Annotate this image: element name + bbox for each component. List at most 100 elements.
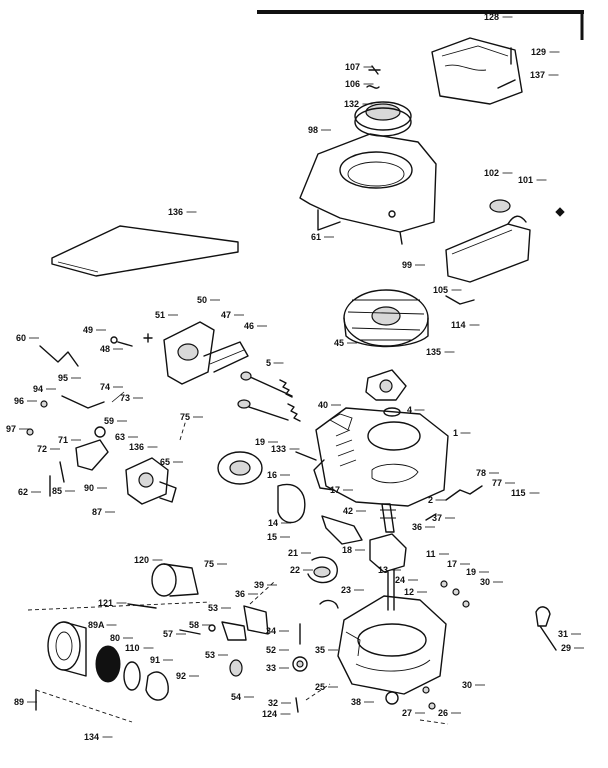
part-number-18: 18: [342, 545, 352, 555]
part-number-89: 89: [14, 697, 24, 707]
part-label-22: 22: [290, 565, 313, 575]
flywheel: [343, 289, 475, 348]
part-label-25: 25: [315, 682, 338, 692]
part-label-54: 54: [231, 692, 254, 702]
part-number-30: 30: [480, 577, 490, 587]
oil-fill-cap: [535, 606, 557, 651]
assembly-guides: [179, 419, 449, 725]
part-number-137: 137: [530, 70, 545, 80]
part-number-23: 23: [341, 585, 351, 595]
part-number-labels: 1281291371071061329810210113661991051145…: [6, 12, 584, 742]
scan-border: [257, 10, 584, 40]
part-number-92: 92: [176, 671, 186, 681]
part-number-80: 80: [110, 633, 120, 643]
part-label-53: 53: [208, 603, 231, 613]
part-label-51: 51: [155, 310, 178, 320]
part-label-32: 32: [268, 698, 291, 708]
part-label-85: 85: [52, 486, 75, 496]
part-label-26: 26: [438, 708, 461, 718]
part-number-5: 5: [266, 358, 271, 368]
part-label-124: 124: [262, 709, 291, 719]
part-label-75: 75: [204, 559, 227, 569]
part-label-49: 49: [83, 325, 106, 335]
part-label-48: 48: [100, 344, 123, 354]
part-number-24: 24: [395, 575, 405, 585]
part-label-75: 75: [180, 412, 203, 422]
part-number-60: 60: [16, 333, 26, 343]
part-number-25: 25: [315, 682, 325, 692]
part-number-98: 98: [308, 125, 318, 135]
part-label-57: 57: [163, 629, 186, 639]
part-label-37: 37: [432, 513, 455, 523]
part-label-5: 5: [266, 358, 284, 368]
part-label-80: 80: [110, 633, 133, 643]
part-label-12: 12: [404, 587, 427, 597]
part-label-15: 15: [267, 532, 290, 542]
part-label-4: 4: [407, 405, 425, 415]
part-number-40: 40: [318, 400, 328, 410]
part-number-4: 4: [407, 405, 412, 415]
part-number-53: 53: [205, 650, 215, 660]
part-number-19: 19: [255, 437, 265, 447]
part-number-134: 134: [84, 732, 99, 742]
governor-linkage: [179, 605, 269, 677]
part-number-46: 46: [244, 321, 254, 331]
part-number-30: 30: [462, 680, 472, 690]
part-number-115: 115: [511, 488, 526, 498]
part-label-102: 102: [484, 168, 513, 178]
carburetor: [49, 426, 177, 505]
part-number-42: 42: [343, 506, 353, 516]
part-label-13: 13: [378, 565, 401, 575]
crankshaft: [307, 533, 407, 611]
part-label-61: 61: [311, 232, 334, 242]
part-number-49: 49: [83, 325, 93, 335]
part-number-13: 13: [378, 565, 388, 575]
part-label-46: 46: [244, 321, 267, 331]
part-number-96: 96: [14, 396, 24, 406]
part-label-2: 2: [428, 495, 446, 505]
part-label-45: 45: [334, 338, 357, 348]
part-number-101: 101: [518, 175, 533, 185]
part-number-15: 15: [267, 532, 277, 542]
part-number-78: 78: [476, 468, 486, 478]
part-label-11: 11: [426, 549, 449, 559]
connecting-rod: [321, 503, 396, 545]
part-label-19: 19: [255, 437, 278, 447]
part-label-21: 21: [288, 548, 311, 558]
part-label-14: 14: [268, 518, 291, 528]
part-number-94: 94: [33, 384, 43, 394]
part-number-33: 33: [266, 663, 276, 673]
part-label-87: 87: [92, 507, 115, 517]
part-number-74: 74: [100, 382, 110, 392]
part-label-134: 134: [84, 732, 113, 742]
part-label-98: 98: [308, 125, 331, 135]
part-label-92: 92: [176, 671, 199, 681]
part-label-105: 105: [433, 285, 462, 295]
part-label-36: 36: [235, 589, 258, 599]
part-number-45: 45: [334, 338, 344, 348]
part-number-53: 53: [208, 603, 218, 613]
part-number-27: 27: [402, 708, 412, 718]
part-number-73: 73: [120, 393, 130, 403]
part-label-16: 16: [267, 470, 290, 480]
part-number-2: 2: [428, 495, 433, 505]
part-number-89A: 89A: [88, 620, 105, 630]
part-number-99: 99: [402, 260, 412, 270]
part-label-18: 18: [342, 545, 365, 555]
part-number-124: 124: [262, 709, 277, 719]
part-label-30: 30: [462, 680, 485, 690]
breather-assembly: [143, 321, 249, 385]
starter-pulley: [354, 65, 412, 137]
part-label-106: 106: [345, 79, 374, 89]
part-label-90: 90: [84, 483, 107, 493]
part-label-128: 128: [484, 12, 513, 22]
part-number-136: 136: [129, 442, 144, 452]
crankcase-sump: [292, 595, 447, 695]
part-number-48: 48: [100, 344, 110, 354]
part-label-89: 89: [14, 697, 37, 707]
part-label-91: 91: [150, 655, 173, 665]
part-label-71: 71: [58, 435, 81, 445]
part-label-120: 120: [134, 555, 163, 565]
part-number-17: 17: [330, 485, 340, 495]
part-label-101: 101: [518, 175, 547, 185]
